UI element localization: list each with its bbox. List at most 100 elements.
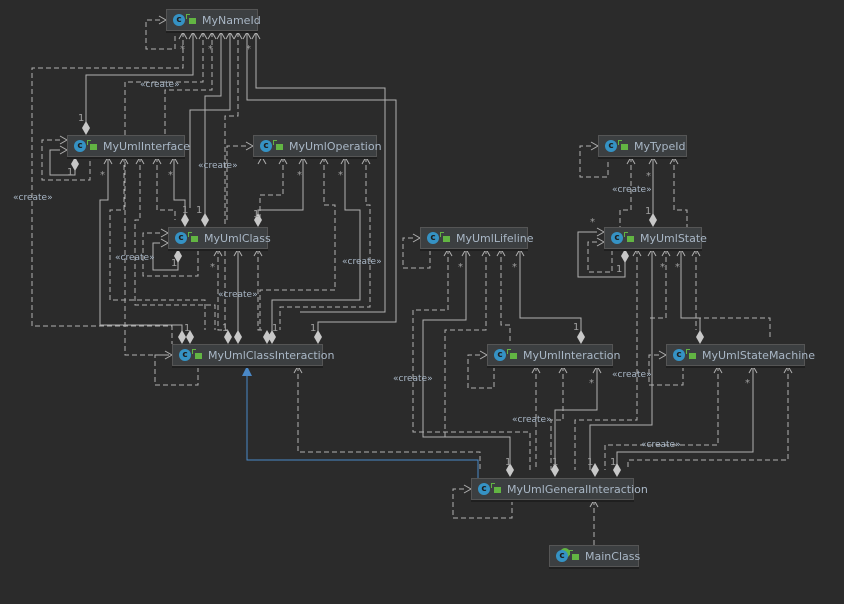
arrowhead xyxy=(463,484,473,494)
dependency-edge xyxy=(226,145,246,220)
public-visibility-icon xyxy=(188,232,198,242)
node-myumlinteraction[interactable]: c MyUmlInteraction xyxy=(487,344,621,366)
node-myumllifeline[interactable]: c MyUmlLifeline xyxy=(420,227,534,249)
node-label: MyUmlInterface xyxy=(103,139,191,153)
dependency-edge xyxy=(124,32,204,356)
node-label: MyUmlState xyxy=(640,231,707,245)
association-edge xyxy=(271,157,361,337)
class-icon: c xyxy=(605,140,617,152)
multiplicity-label: * xyxy=(589,378,594,389)
arrowhead xyxy=(160,238,170,248)
create-stereotype-label: «create» xyxy=(198,161,238,171)
dependency-edge xyxy=(297,366,481,470)
dependency-edge xyxy=(257,249,265,331)
arrowhead xyxy=(158,15,168,25)
class-icon: c xyxy=(478,483,490,495)
dependency-edge xyxy=(550,366,564,470)
composition-diamond xyxy=(551,463,559,477)
node-myumlinterface[interactable]: c MyUmlInterface xyxy=(67,135,190,157)
multiplicity-label: * xyxy=(208,44,213,55)
node-myumlgeneralinteraction[interactable]: c MyUmlGeneralInteraction xyxy=(471,478,648,500)
multiplicity-label: * xyxy=(646,171,651,182)
node-myumlclass[interactable]: c MyUmlClass xyxy=(168,227,271,249)
node-mainclass[interactable]: c MainClass xyxy=(549,545,641,567)
dependency-edge xyxy=(31,32,184,344)
multiplicity-label: 1 xyxy=(573,322,580,333)
dependency-edge xyxy=(619,157,632,227)
node-myumlstatemachine[interactable]: c MyUmlStateMachine xyxy=(666,344,815,366)
public-visibility-icon xyxy=(507,349,517,359)
create-stereotype-label: «create» xyxy=(641,440,681,450)
node-myumlclassinteraction[interactable]: c MyUmlClassInteraction xyxy=(172,344,334,366)
class-icon: c xyxy=(173,14,185,26)
class-icon: c xyxy=(74,140,86,152)
create-stereotype-label: «create» xyxy=(612,370,652,380)
arrowhead xyxy=(479,350,489,360)
node-mytypeid[interactable]: c MyTypeId xyxy=(598,135,687,157)
dependency-edge xyxy=(700,317,771,337)
node-label: MyUmlLifeline xyxy=(456,231,534,245)
association-edge xyxy=(577,231,626,278)
composition-diamond xyxy=(174,249,182,263)
dependency-edge xyxy=(574,249,638,470)
multiplicity-label: 1 xyxy=(616,264,623,275)
multiplicity-label: 1 xyxy=(184,323,191,334)
composition-diamond xyxy=(577,330,585,344)
dependency-edge xyxy=(500,249,511,344)
dependency-edge xyxy=(579,145,609,178)
association-edge xyxy=(99,157,183,337)
create-stereotype-label: «create» xyxy=(612,185,652,195)
create-stereotype-label: «create» xyxy=(115,253,155,263)
dependency-edge xyxy=(259,157,284,220)
dependency-edge xyxy=(145,19,176,50)
dependency-edge xyxy=(259,157,336,330)
dependency-edge xyxy=(156,157,176,220)
dependency-edge xyxy=(224,32,239,330)
composition-diamond xyxy=(591,463,599,477)
node-myumlstate[interactable]: c MyUmlState xyxy=(604,227,707,249)
arrowhead xyxy=(59,145,69,155)
class-icon: c xyxy=(179,349,191,361)
composition-diamond xyxy=(234,330,242,344)
multiplicity-label: * xyxy=(180,44,185,55)
arrowhead xyxy=(257,155,267,165)
composition-diamond xyxy=(621,249,629,263)
create-stereotype-label: «create» xyxy=(13,193,53,203)
multiplicity-label: * xyxy=(210,262,215,273)
arrowhead xyxy=(245,141,255,151)
multiplicity-label: * xyxy=(512,262,517,273)
class-icon: c xyxy=(260,140,272,152)
node-label: MainClass xyxy=(585,549,641,563)
node-label: MyUmlClassInteraction xyxy=(208,348,335,362)
multiplicity-label: 1 xyxy=(505,457,512,468)
multiplicity-label: * xyxy=(590,217,595,228)
public-visibility-icon xyxy=(273,140,283,150)
dependency-edge xyxy=(604,366,719,470)
dependency-edge xyxy=(279,157,371,330)
association-edge xyxy=(204,32,222,220)
multiplicity-label: 1 xyxy=(196,205,203,216)
dependency-edge xyxy=(444,249,487,440)
composition-diamond xyxy=(178,330,186,344)
create-stereotype-label: «create» xyxy=(140,80,180,90)
node-mynameid[interactable]: c MyNameId xyxy=(166,9,261,31)
arrowhead xyxy=(160,228,170,238)
public-visibility-icon xyxy=(186,14,196,24)
composition-diamond xyxy=(71,157,79,171)
dependency-edge xyxy=(673,157,688,227)
dependency-edge xyxy=(402,237,431,269)
arrowhead xyxy=(596,237,606,247)
multiplicity-label: * xyxy=(297,170,302,181)
node-myumloperation[interactable]: c MyUmlOperation xyxy=(253,135,382,157)
composition-diamond xyxy=(649,213,657,227)
arrowhead xyxy=(658,350,668,360)
association-edge xyxy=(589,249,653,470)
public-visibility-icon xyxy=(440,232,450,242)
public-visibility-icon xyxy=(192,349,202,359)
composition-diamond xyxy=(263,330,271,344)
multiplicity-label: * xyxy=(168,170,173,181)
inheritance-arrowhead xyxy=(242,366,252,376)
multiplicity-label: 1 xyxy=(310,323,317,334)
dependency-edge xyxy=(41,139,91,181)
